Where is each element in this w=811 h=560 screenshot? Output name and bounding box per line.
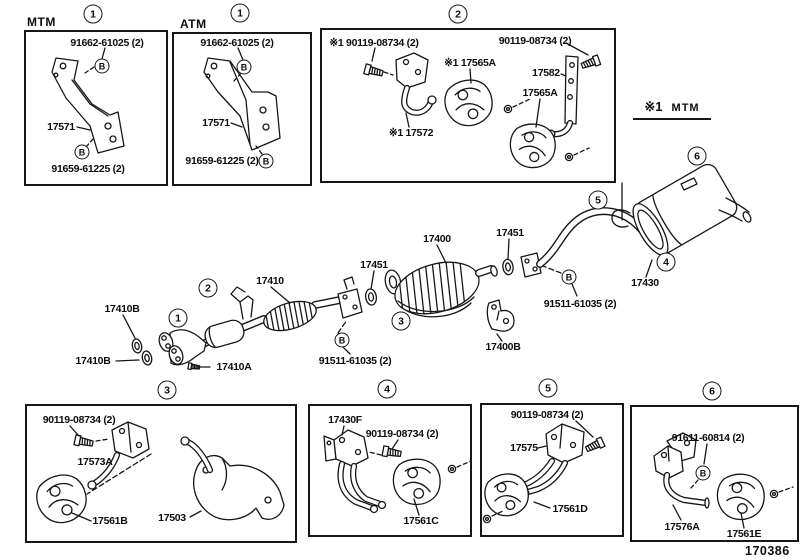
ref-badge-5: 5 [588,190,608,210]
b-marker: B [74,144,90,160]
part-label-90119-08734-p4: 90119-08734 (2) [365,428,439,440]
panel-box-hangers [320,28,616,183]
panel-box-six [630,405,799,542]
tailpipe-17430-drawing [521,161,752,277]
b-marker: B [334,332,350,348]
part-label-90119-08734-right: 90119-08734 (2) [498,35,572,47]
part-label-17571-atm: 17571 [202,117,230,129]
bracket-17571-atm-drawing [204,48,280,154]
panel-five-drawing [482,421,606,524]
ref-badge-6: 6 [687,146,707,166]
callout-badge-1-mtm: 1 [83,4,103,24]
part-label-17572: ※1 17572 [388,127,434,139]
bracket-17571-mtm-drawing [52,48,124,153]
part-label-17410: 17410 [256,275,284,287]
transmission-label-mtm: MTM [27,15,56,29]
b-marker: B [94,58,110,74]
ref-badge-2: 2 [198,278,218,298]
front-pipe-17410-drawing [157,277,362,366]
callout-badge-3: 3 [157,380,177,400]
panel-three-drawing [32,422,284,528]
nut-markers-91511-drawing [338,266,577,354]
part-label-90119-08734-p5: 90119-08734 (2) [510,409,584,421]
reference-mark: ※1 [644,99,663,114]
panel-six-drawing [654,433,793,528]
ref-badge-1: 1 [168,308,188,328]
part-label-17561B: 17561B [92,515,128,527]
front-gaskets-17410B-drawing [116,315,154,367]
catalyst-17400-drawing [383,245,498,324]
part-label-17571-mtm: 17571 [47,121,75,133]
b-marker: B [561,269,577,285]
panel-box-mtm [24,30,168,186]
part-label-17573A: 17573A [77,456,113,468]
b-marker: B [258,153,274,169]
part-label-91662-61025-atm: 91662-61025 (2) [200,37,274,49]
part-label-91659-61225-mtm: 91659-61225 (2) [51,163,125,175]
part-label-17410B-lower: 17410B [75,355,111,367]
callout-badge-5: 5 [538,378,558,398]
reference-note-text: MTM [671,102,700,114]
callout-badge-2: 2 [448,4,468,24]
part-label-17561E: 17561E [726,528,762,540]
reference-note: ※1 MTM [633,99,711,120]
leader-17410 [271,287,290,303]
part-label-90119-08734-p3: 90119-08734 (2) [42,414,116,426]
b-marker: B [236,59,252,75]
panel-hangers-drawing [363,43,602,171]
part-label-17410B-upper: 17410B [104,303,140,315]
part-label-17451-front: 17451 [360,259,388,271]
gasket-17451-front-drawing [363,271,379,307]
part-label-91662-61025-mtm: 91662-61025 (2) [70,37,144,49]
part-label-17503: 17503 [158,512,186,524]
part-label-17430F: 17430F [328,414,362,426]
panel-four-drawing [324,426,471,515]
part-label-17565A-rear: 17565A [522,87,558,99]
drawing-number: 170386 [745,544,790,558]
panel-box-four [308,404,472,537]
part-label-17400B: 17400B [485,341,521,353]
part-label-91511-61035-front: 91511-61035 (2) [318,355,392,367]
callout-badge-6: 6 [702,381,722,401]
part-label-17561C: 17561C [403,515,439,527]
part-label-17565A-front: ※1 17565A [444,57,496,69]
part-label-17430: 17430 [631,277,659,289]
part-label-17575: 17575 [510,442,538,454]
part-label-17410A: 17410A [216,361,252,373]
part-label-17400: 17400 [423,233,451,245]
panel-box-five [480,403,624,537]
panel-box-atm [172,32,312,186]
part-label-17451-rear: 17451 [496,227,524,239]
part-label-90119-08734-left: ※1 90119-08734 (2) [329,37,419,49]
transmission-label-atm: ATM [180,17,207,31]
panel-box-three [25,404,297,543]
part-label-91511-61035-rear: 91511-61035 (2) [543,298,617,310]
part-label-91659-61225-atm: 91659-61225 (2) [185,155,259,167]
b-marker: B [695,465,711,481]
part-label-17582: 17582 [532,67,560,79]
ref-badge-4: 4 [656,252,676,272]
gasket-17451-rear-drawing [501,239,515,277]
part-label-91611-60814: 91611-60814 (2) [671,432,745,444]
ref-badge-3: 3 [391,311,411,331]
part-label-17576A: 17576A [664,521,700,533]
callout-badge-1-atm: 1 [230,3,250,23]
part-label-17561D: 17561D [552,503,588,515]
callout-badge-4: 4 [377,379,397,399]
bracket-17400B-drawing [487,300,514,341]
